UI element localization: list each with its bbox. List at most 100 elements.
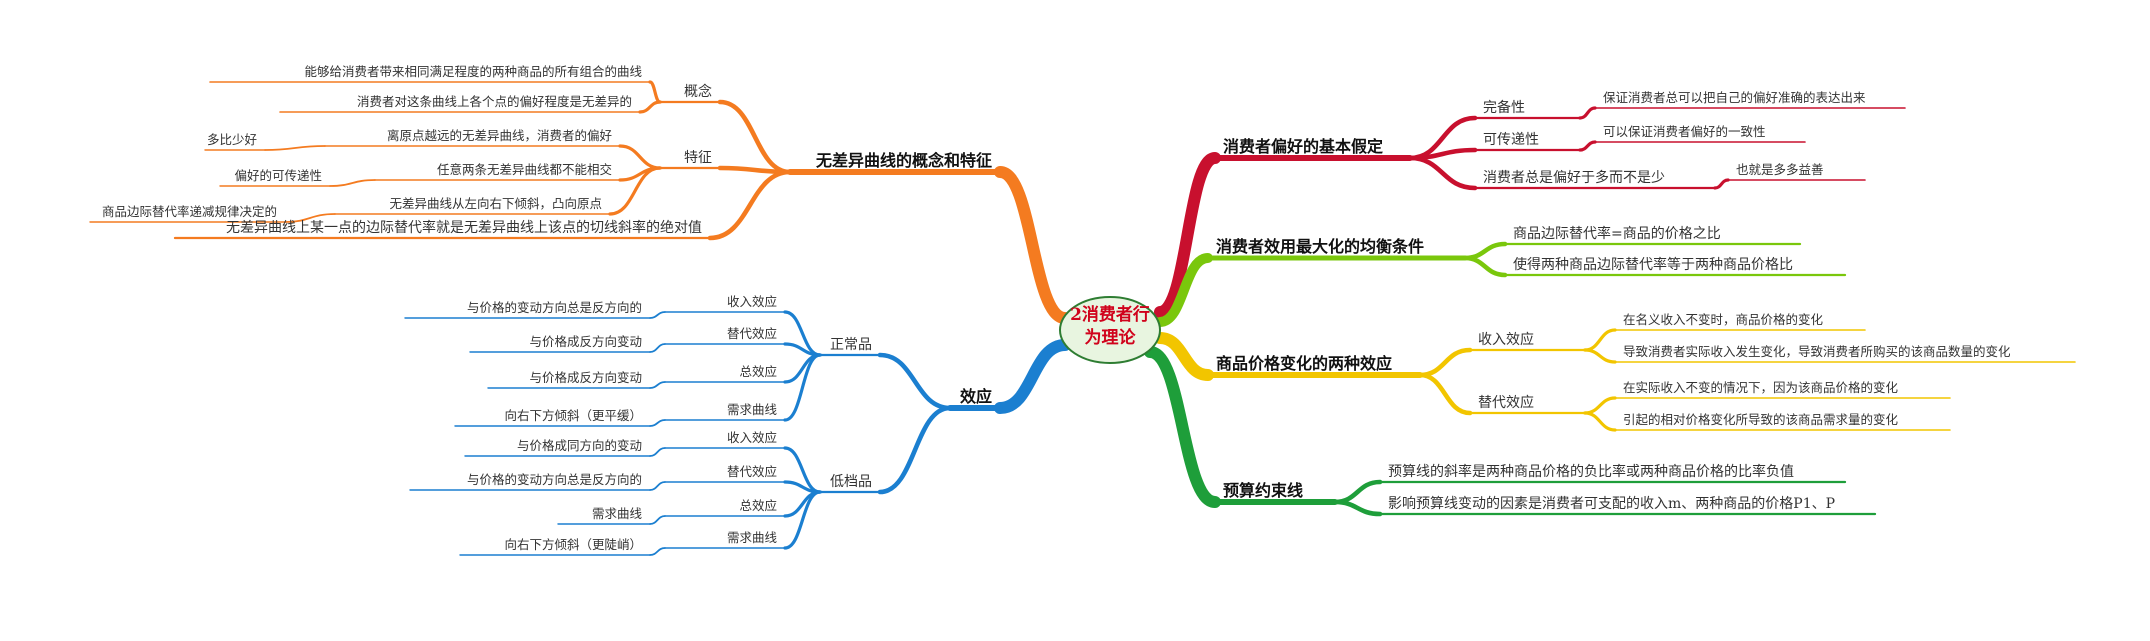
node-indifference-0-1[interactable]: 消费者对这条曲线上各个点的偏好程度是无差异的 <box>357 94 632 109</box>
connector-indifference-1-0-0 <box>264 145 326 151</box>
connector-indifference-0-0 <box>648 80 662 104</box>
node-effects-1-3[interactable]: 需求曲线 <box>727 530 778 545</box>
connector-budget <box>1144 346 1221 508</box>
connector-effects-0 <box>877 352 953 411</box>
connector-effects <box>994 339 1071 414</box>
connector-price-effects-1 <box>1417 372 1473 416</box>
node-preference-1-0[interactable]: 可以保证消费者偏好的一致性 <box>1603 124 1766 139</box>
node-indifference-1-1-0[interactable]: 偏好的可传递性 <box>234 168 322 183</box>
node-price-effects[interactable]: 商品价格变化的两种效应 <box>1216 354 1392 373</box>
connector-preference-2 <box>1407 155 1478 191</box>
connector-effects-0-1-0 <box>649 343 666 353</box>
node-indifference-1-2-0[interactable]: 商品边际替代率递减规律决定的 <box>102 204 277 219</box>
node-effects-0-3-0[interactable]: 向右下方倾斜（更平缓） <box>504 408 642 423</box>
connector-indifference <box>994 166 1071 324</box>
connector-price-effects <box>1154 332 1214 381</box>
node-price-effects-0-0[interactable]: 在名义收入不变时，商品价格的变化 <box>1623 312 1824 327</box>
node-indifference-1-1[interactable]: 任意两条无差异曲线都不能相交 <box>437 162 612 177</box>
connector-preference-2-0 <box>1713 178 1730 190</box>
node-preference-0[interactable]: 完备性 <box>1483 99 1525 116</box>
node-indifference[interactable]: 无差异曲线的概念和特征 <box>815 151 992 170</box>
node-effects-1-1[interactable]: 替代效应 <box>727 464 777 479</box>
connector-equilibrium-0 <box>1462 241 1508 261</box>
connector-effects-1-1-0 <box>649 481 666 491</box>
node-effects-1-3-0[interactable]: 向右下方倾斜（更陡峭） <box>504 537 642 552</box>
node-effects-0-1[interactable]: 替代效应 <box>727 326 777 341</box>
connector-preference-1-0 <box>1578 140 1597 152</box>
node-indifference-0[interactable]: 概念 <box>684 83 712 100</box>
node-indifference-1[interactable]: 特征 <box>684 150 712 166</box>
connector-price-effects-1-0 <box>1583 396 1617 415</box>
connector-effects-1-0-0 <box>649 447 666 457</box>
node-indifference-1-0-0[interactable]: 多比少好 <box>207 132 257 147</box>
center-title-line-2: 为理论 <box>1085 327 1137 348</box>
node-preference-2-0[interactable]: 也就是多多益善 <box>1736 162 1824 177</box>
connector-price-effects-1-1 <box>1583 411 1617 432</box>
connector-effects-1-3 <box>783 490 822 550</box>
node-price-effects-0-1[interactable]: 导致消费者实际收入发生变化，导致消费者所购买的该商品数量的变化 <box>1623 344 2011 359</box>
node-effects-0-1-0[interactable]: 与价格成反方向变动 <box>529 334 642 349</box>
connector-effects-0-3 <box>783 353 822 422</box>
node-price-effects-1-1[interactable]: 引起的相对价格变化所导致的该商品需求量的变化 <box>1623 412 1899 427</box>
node-preference-2[interactable]: 消费者总是偏好于多而不是少 <box>1483 169 1665 186</box>
connector-price-effects-0 <box>1417 347 1473 378</box>
connector-budget-0 <box>1332 479 1383 505</box>
node-effects-1-0-0[interactable]: 与价格成同方向的变动 <box>517 438 642 453</box>
node-effects-1-2-0[interactable]: 需求曲线 <box>592 506 643 521</box>
connectors <box>89 80 2076 556</box>
node-effects-0-0[interactable]: 收入效应 <box>727 294 777 309</box>
node-indifference-1-0[interactable]: 离原点越远的无差异曲线，消费者的偏好 <box>387 128 612 143</box>
connector-price-effects-0-1 <box>1583 348 1617 364</box>
connector-indifference-1-1-0 <box>329 179 376 187</box>
node-effects-0[interactable]: 正常品 <box>830 337 872 353</box>
node-effects[interactable]: 效应 <box>960 387 992 406</box>
connector-effects-1-3-0 <box>649 547 666 556</box>
node-price-effects-0[interactable]: 收入效应 <box>1478 331 1534 348</box>
connector-effects-1-1 <box>783 480 822 494</box>
node-effects-0-2[interactable]: 总效应 <box>739 364 777 379</box>
node-equilibrium-0[interactable]: 商品边际替代率=商品的价格之比 <box>1513 225 1721 242</box>
node-indifference-2[interactable]: 无差异曲线上某一点的边际替代率就是无差异曲线上该点的切线斜率的绝对值 <box>226 219 702 236</box>
node-price-effects-1[interactable]: 替代效应 <box>1478 394 1534 411</box>
connector-equilibrium-1 <box>1462 255 1508 278</box>
connector-effects-1-2-0 <box>649 515 666 525</box>
connector-indifference-1-2-0 <box>284 213 336 223</box>
node-equilibrium[interactable]: 消费者效用最大化的均衡条件 <box>1216 237 1424 256</box>
node-price-effects-1-0[interactable]: 在实际收入不变的情况下，因为该商品价格的变化 <box>1623 380 1899 395</box>
connector-effects-0-2-0 <box>649 381 666 389</box>
center-title-line-1: 2消费者行 <box>1070 304 1150 325</box>
node-effects-0-2-0[interactable]: 与价格成反方向变动 <box>529 370 642 385</box>
connector-indifference-0-1 <box>638 100 662 114</box>
connector-preference <box>1154 152 1221 318</box>
node-effects-1-2[interactable]: 总效应 <box>739 498 777 513</box>
node-effects-1-1-0[interactable]: 与价格的变动方向总是反方向的 <box>467 472 642 487</box>
connector-preference-0-0 <box>1578 106 1597 120</box>
node-indifference-0-0[interactable]: 能够给消费者带来相同满足程度的两种商品的所有组合的曲线 <box>304 64 642 79</box>
connector-indifference-1-2 <box>608 166 662 216</box>
connector-effects-0-1 <box>783 342 822 357</box>
connector-indifference-1-0 <box>618 144 662 170</box>
node-equilibrium-1[interactable]: 使得两种商品边际替代率等于两种商品价格比 <box>1513 256 1793 273</box>
node-preference[interactable]: 消费者偏好的基本假定 <box>1223 137 1383 156</box>
node-preference-1[interactable]: 可传递性 <box>1483 132 1539 148</box>
center-node[interactable]: 2消费者行 为理论 <box>1059 296 1161 364</box>
node-effects-0-0-0[interactable]: 与价格的变动方向总是反方向的 <box>467 300 642 315</box>
center-ellipse <box>1059 296 1161 364</box>
node-budget-0[interactable]: 预算线的斜率是两种商品价格的负比率或两种商品价格的比率负值 <box>1388 463 1794 480</box>
node-budget[interactable]: 预算约束线 <box>1223 481 1303 500</box>
connector-price-effects-0-0 <box>1583 328 1617 352</box>
node-effects-1-0[interactable]: 收入效应 <box>727 430 777 445</box>
connector-effects-0-0-0 <box>649 311 666 319</box>
node-indifference-1-2[interactable]: 无差异曲线从左向右下倾斜，凸向原点 <box>389 196 602 211</box>
node-effects-0-3[interactable]: 需求曲线 <box>727 402 778 417</box>
connector-equilibrium <box>1155 253 1213 327</box>
node-preference-0-0[interactable]: 保证消费者总可以把自己的偏好准确的表达出来 <box>1603 90 1866 105</box>
node-effects-1[interactable]: 低档品 <box>830 474 872 490</box>
connector-indifference-2 <box>707 169 793 241</box>
connector-effects-1 <box>877 405 953 495</box>
connector-effects-0-3-0 <box>649 419 666 427</box>
node-budget-1[interactable]: 影响预算线变动的因素是消费者可支配的收入m、两种商品的价格P1、P <box>1388 496 1835 512</box>
connector-budget-1 <box>1332 499 1383 517</box>
